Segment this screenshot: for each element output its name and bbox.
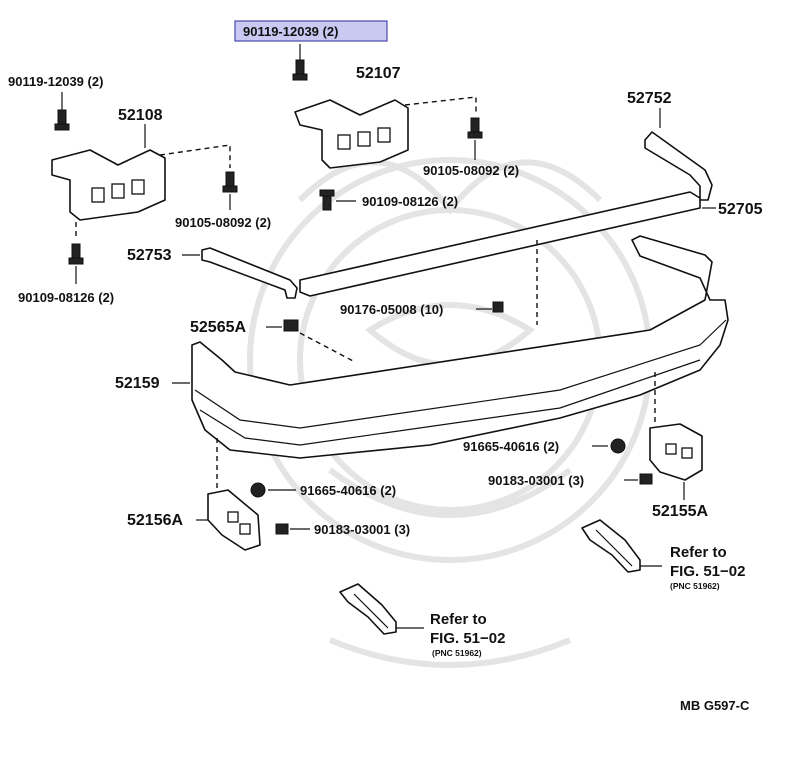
label-90176[interactable]: 90176-05008 (10) [340,302,443,317]
bolt-90105-left [222,171,238,210]
label-highlighted-part[interactable]: 90119-12039 (2) [243,24,338,39]
ref-right-line1[interactable]: Refer to [670,544,727,561]
reinforcement-left [339,583,397,635]
ref-right-line2[interactable]: FIG. 51−02 [670,563,745,580]
label-52107[interactable]: 52107 [356,65,401,82]
bolt-90109-center [319,189,356,211]
label-91665-right[interactable]: 91665-40616 (2) [463,439,559,454]
bracket-52156A [207,489,261,551]
reinforcement-right [581,519,641,573]
label-52705[interactable]: 52705 [718,201,763,218]
label-90109-center[interactable]: 90109-08126 (2) [362,194,458,209]
label-52752[interactable]: 52752 [627,90,672,107]
label-90183-right[interactable]: 90183-03001 (3) [488,473,584,488]
nut-91665-right [610,438,626,454]
label-90105-left[interactable]: 90105-08092 (2) [175,215,271,230]
moulding-52753 [201,247,298,299]
label-52565A[interactable]: 52565A [190,319,246,336]
watermark-emblem [247,157,653,668]
label-90119-left[interactable]: 90119-12039 (2) [8,74,103,89]
highlight-box [234,20,388,42]
ref-left-line3: (PNC 51962) [432,648,482,658]
clip-90176 [492,301,504,313]
label-52108[interactable]: 52108 [118,107,163,124]
bumper-cover-52159 [191,235,729,459]
label-52155A[interactable]: 52155A [652,503,708,520]
label-91665-left[interactable]: 91665-40616 (2) [300,483,396,498]
bracket-52107 [294,99,409,169]
bracket-52155A [649,423,703,481]
bolt-90109-left [68,243,84,284]
clip-90183-left [275,523,289,535]
bolt-90119-top [292,44,308,81]
label-52159[interactable]: 52159 [115,375,160,392]
label-90105-right[interactable]: 90105-08092 (2) [423,163,519,178]
moulding-52705 [299,191,701,297]
retainer-52565A [283,319,299,332]
bracket-52108 [51,149,166,221]
ref-right-line3: (PNC 51962) [670,581,720,591]
label-90109-left[interactable]: 90109-08126 (2) [18,290,114,305]
figure-code: MB G597-C [680,698,750,713]
clip-90183-right [639,473,653,485]
bolt-90105-right [467,117,483,160]
label-52156A[interactable]: 52156A [127,512,183,529]
label-90183-left[interactable]: 90183-03001 (3) [314,522,410,537]
moulding-52752 [644,131,713,201]
bolt-90119-left [54,92,70,131]
ref-left-line2[interactable]: FIG. 51−02 [430,630,505,647]
nut-91665-left [250,482,266,498]
label-52753[interactable]: 52753 [127,247,172,264]
ref-left-line1[interactable]: Refer to [430,611,487,628]
